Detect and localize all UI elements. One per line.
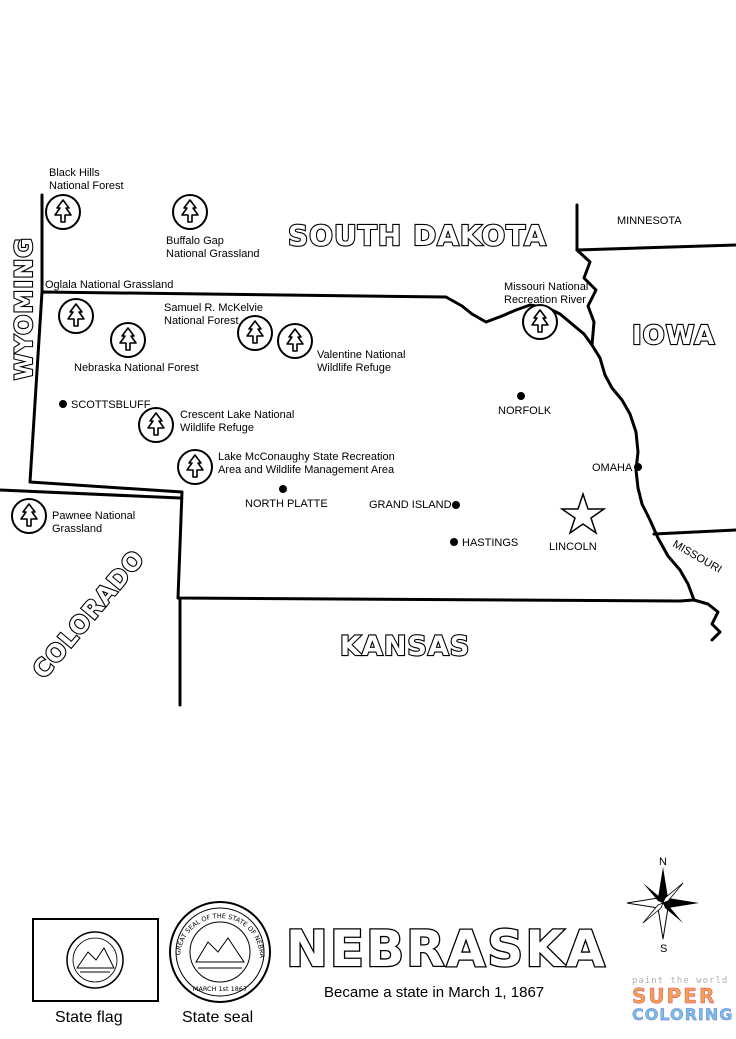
seal-ring-text: GREAT SEAL OF THE STATE OF NEBRASKA [0, 0, 266, 959]
compass-north-label: N [659, 856, 667, 868]
city-dot-scottsbluff [59, 400, 67, 408]
city-label-lincoln: LINCOLN [549, 541, 597, 553]
park-icon-valentine [277, 323, 313, 359]
state-label-south-dakota: SOUTH DAKOTA [288, 219, 547, 252]
capital-star-icon [559, 491, 607, 535]
city-label-norfolk: NORFOLK [498, 405, 552, 417]
park-icon-missouri-river [522, 304, 558, 340]
park-icon-pawnee [11, 498, 47, 534]
city-label-hastings: HASTINGS [462, 537, 518, 549]
logo-tagline: paint the world [632, 976, 729, 986]
compass-south-label: S [660, 943, 667, 955]
subtitle: Became a state in March 1, 1867 [324, 984, 545, 1001]
city-dot-hastings [450, 538, 458, 546]
cities: SCOTTSBLUFF NORFOLK OMAHA NORTH PLATTE G… [59, 392, 642, 553]
state-label-wyoming: WYOMING [10, 237, 38, 380]
park-icon-mckelvie [237, 315, 273, 351]
state-borders [0, 193, 736, 707]
state-label-kansas: KANSAS [340, 631, 470, 662]
super-coloring-logo: paint the world SUPER COLORING [632, 976, 734, 1024]
state-label-colorado: COLORADO [27, 545, 150, 684]
logo-line-2: COLORING [632, 1005, 734, 1024]
mo-river-south [692, 598, 722, 642]
city-dot-grand-island [452, 501, 460, 509]
city-dot-norfolk [517, 392, 525, 400]
park-icon-crescent-lake [138, 407, 174, 443]
compass-rose-icon: N S [626, 856, 699, 955]
park-icon-lake-mcconaughy [177, 449, 213, 485]
state-label-iowa: IOWA [632, 321, 715, 351]
state-label-minnesota: MINNESOTA [617, 215, 682, 227]
ia-mo-border [652, 528, 736, 536]
park-icons [11, 194, 558, 534]
city-dot-north-platte [279, 485, 287, 493]
park-icon-black-hills [45, 194, 81, 230]
logo-line-1: SUPER [632, 984, 717, 1008]
seal-caption: State seal [182, 1009, 254, 1026]
state-flag [32, 918, 159, 1002]
city-label-grand-island: GRAND ISLAND [369, 499, 452, 511]
city-dot-omaha [634, 463, 642, 471]
park-icon-buffalo-gap [172, 194, 208, 230]
park-label-oglala: Oglala National Grassland [45, 279, 173, 291]
page-title: NEBRASKA [286, 920, 607, 978]
seal-date-text: MARCH 1st 1867 [193, 985, 247, 993]
city-label-omaha: OMAHA [592, 462, 633, 474]
park-icon-oglala [58, 298, 94, 334]
co-border [0, 488, 182, 500]
nebraska-border [28, 290, 696, 603]
city-label-scottsbluff: SCOTTSBLUFF [71, 399, 151, 411]
state-seal: GREAT SEAL OF THE STATE OF NEBRASKA MARC… [0, 0, 271, 1003]
park-icon-nebraska-forest [110, 322, 146, 358]
mn-ia-border [575, 243, 736, 252]
sd-ia-river [575, 248, 598, 347]
park-label-nebraska-forest: Nebraska National Forest [74, 362, 199, 374]
city-label-north-platte: NORTH PLATTE [245, 498, 328, 510]
flag-caption: State flag [55, 1009, 123, 1026]
